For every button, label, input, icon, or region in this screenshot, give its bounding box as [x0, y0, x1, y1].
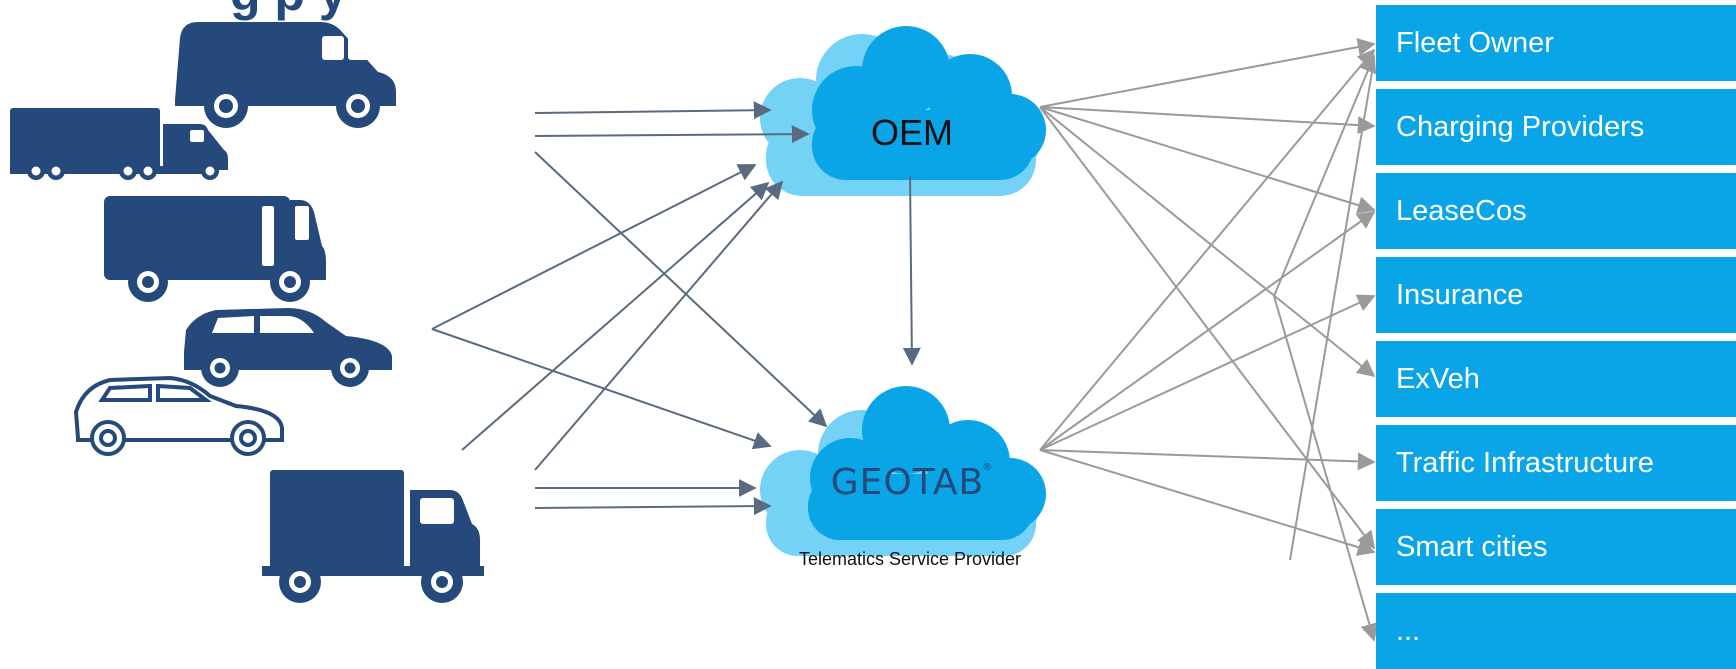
telematics-service-provider-caption: Telematics Service Provider: [798, 549, 1022, 569]
recipient-insurance: Insurance: [1376, 257, 1736, 333]
geotab-cloud-icon: [760, 386, 1046, 556]
cargo-van-icon: [175, 22, 396, 128]
recipient-smart-cities: Smart cities: [1376, 509, 1736, 585]
semi-truck-icon: [10, 108, 228, 180]
recipient-charging-providers: Charging Providers: [1376, 89, 1736, 165]
oem-cloud-icon: [760, 26, 1046, 196]
cropped-title: g p y: [230, 0, 347, 22]
box-truck-icon: [262, 470, 484, 603]
recipient-leasecos: LeaseCos: [1376, 173, 1736, 249]
delivery-van-icon: [104, 196, 326, 302]
recipient-traffic-infrastructure: Traffic Infrastructure: [1376, 425, 1736, 501]
vehicle-to-cloud-arrows: [431, 101, 921, 516]
suv-icon: [184, 308, 392, 387]
car-outline-icon: [73, 375, 284, 456]
geotab-logo-text: GEOTAB®: [830, 462, 994, 503]
recipient-exveh: ExVeh: [1376, 341, 1736, 417]
recipient-more: ...: [1376, 593, 1736, 669]
oem-cloud-label: OEM: [870, 112, 953, 153]
cloud-to-recipient-arrows: [1039, 38, 1379, 642]
recipient-fleet-owner: Fleet Owner: [1376, 5, 1736, 81]
